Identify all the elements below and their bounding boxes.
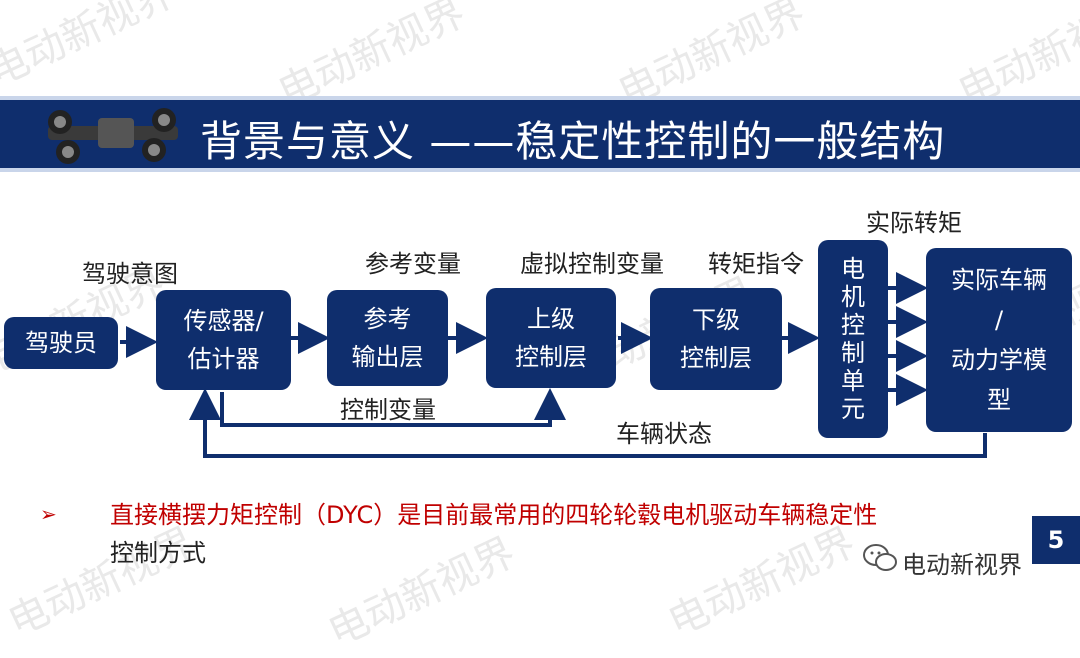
bullet-arrow-icon: ➢ (40, 502, 57, 526)
motor-char: 电 (841, 255, 865, 283)
vehicle-line2: / (994, 306, 1004, 334)
driver-label: 驾驶员 (25, 329, 97, 357)
label-actual-torque: 实际转矩 (866, 209, 962, 237)
chassis-logo-icon (48, 108, 178, 164)
vehicle-line1: 实际车辆 (951, 266, 1047, 294)
bullet-rest: 控制方式 (110, 539, 206, 567)
bullet-text: 直接横摆力矩控制（DYC）是目前最常用的四轮轮毂电机驱动车辆稳定性 控制方式 (110, 496, 1000, 572)
motor-char: 制 (841, 339, 865, 367)
motor-char: 控 (841, 311, 865, 339)
ref-line2: 输出层 (351, 343, 424, 371)
reference-output-box: 参考 输出层 (327, 290, 448, 386)
brand-name: 电动新视界 (902, 551, 1022, 579)
vehicle-dynamics-box: 实际车辆 / 动力学模 型 (926, 248, 1072, 432)
page-title: 背景与意义 ——稳定性控制的一般结构 (200, 117, 946, 166)
label-driver-intent: 驾驶意图 (82, 260, 178, 288)
vehicle-line3: 动力学模 (951, 346, 1047, 374)
page-number: 5 (1032, 516, 1080, 564)
motor-char: 机 (841, 283, 865, 311)
title-bar: 背景与意义 ——稳定性控制的一般结构 (0, 96, 1080, 172)
motor-char: 单 (841, 367, 865, 395)
sensor-estimator-box: 传感器/ 估计器 (156, 290, 291, 390)
lower-control-box: 下级 控制层 (650, 288, 782, 390)
driver-box: 驾驶员 (4, 317, 118, 369)
sensor-line2: 估计器 (187, 345, 260, 373)
flow-arrows (120, 272, 987, 458)
label-vehicle-state: 车辆状态 (616, 420, 712, 448)
lower-line2: 控制层 (680, 344, 752, 372)
motor-char: 元 (841, 395, 865, 423)
wechat-icon (863, 544, 897, 571)
ref-line1: 参考 (363, 305, 412, 333)
bullet-highlight: 直接横摆力矩控制（DYC）是目前最常用的四轮轮毂电机驱动车辆稳定性 (110, 501, 878, 529)
vehicle-line4: 型 (987, 386, 1011, 414)
upper-line2: 控制层 (515, 343, 587, 371)
upper-control-box: 上级 控制层 (486, 288, 616, 388)
label-virtual-control-variable: 虚拟控制变量 (520, 250, 664, 278)
label-control-variable: 控制变量 (340, 396, 436, 424)
upper-line1: 上级 (527, 305, 575, 333)
lower-line1: 下级 (692, 306, 740, 334)
motor-control-unit-box: 电 机 控 制 单 元 (818, 240, 888, 438)
label-torque-command: 转矩指令 (708, 250, 804, 278)
sensor-line1: 传感器/ (183, 307, 264, 335)
label-reference-variable: 参考变量 (365, 250, 461, 278)
